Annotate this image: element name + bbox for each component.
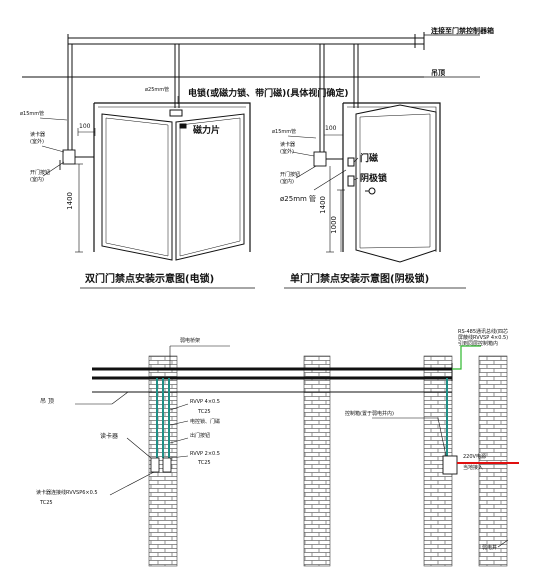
label-card-reader: 读卡器 <box>100 433 119 440</box>
teal-cables <box>156 378 170 458</box>
label-door-magnet: 门磁 <box>360 154 379 164</box>
label-control-box: 控制箱(置于弱电井内) <box>345 411 394 417</box>
brick-column-2 <box>303 355 331 567</box>
electric-lock <box>169 109 183 117</box>
double-door-leaders <box>39 96 179 177</box>
label-dim-1400-left: 1400 <box>66 192 74 210</box>
cable-tray <box>92 363 453 381</box>
caption-double-door: 双门门禁点安装示意图(电锁) <box>85 274 215 285</box>
door-magnet-sensor <box>347 157 355 167</box>
double-door-right-leaf <box>175 113 245 261</box>
single-door-leaders <box>287 135 359 191</box>
brick-column-4 <box>478 355 508 567</box>
label-conduit-15-left: ø15mm管 <box>20 111 45 117</box>
exit-button-box-bottom <box>162 457 172 473</box>
label-lock-note: 电锁(或磁力锁、带门磁)(具体视门确定) <box>188 89 349 99</box>
label-to-controller-box: 连接至门禁控制器箱 <box>431 27 494 35</box>
label-magnet-plate: 磁力片 <box>193 126 221 136</box>
label-reader-right: 读卡器 (室外) <box>280 142 296 155</box>
double-door-frame <box>93 102 251 252</box>
reader-box-bottom <box>150 457 160 473</box>
label-dim-1000-right: 1000 <box>330 216 338 234</box>
bolt-lock <box>347 175 355 187</box>
double-door-left-leaf <box>101 113 173 261</box>
label-dim-1400-right: 1400 <box>319 196 327 214</box>
label-cable2: RVVP 2×0.5 <box>190 451 220 457</box>
reader-box-right <box>313 151 327 167</box>
label-reader-left: 读卡器 (室外) <box>30 132 46 145</box>
label-exit-button-right: 开门按钮 (室内) <box>280 172 301 185</box>
green-rs485-cable <box>452 345 481 370</box>
single-door <box>342 102 441 263</box>
label-exit-button-left: 开门按钮 (室内) <box>30 170 51 183</box>
label-bolt-lock: 阴极锁 <box>360 174 388 184</box>
label-ceiling-bottom: 吊 顶 <box>40 398 54 405</box>
label-lock-magnet: 电控锁、门磁 <box>190 419 221 425</box>
single-door-devices <box>313 131 345 253</box>
label-tc25-2: TC25 <box>198 460 211 466</box>
double-door-devices <box>59 128 96 253</box>
label-local-access: 当地接入 <box>463 465 484 471</box>
label-cable1: RVVP 4×0.5 <box>190 399 220 405</box>
double-door <box>93 102 251 261</box>
label-dim-100-right: 100 <box>325 125 337 132</box>
single-door-leaf <box>355 104 437 263</box>
label-ceiling-top: 吊顶 <box>431 69 445 77</box>
label-power-220: 220V电源 <box>463 454 486 460</box>
control-box <box>442 455 458 475</box>
single-door-frame <box>342 102 441 252</box>
label-conduit-25-double: ø25mm管 <box>145 87 170 93</box>
bottom-leaders <box>75 345 509 548</box>
label-exit-button: 出门按钮 <box>190 433 211 439</box>
label-rs485-note: RS-485通讯总线(四芯 屏蔽线RVVSP 4×0.5) 引到同层控制箱内 <box>458 329 509 347</box>
label-tc25-3: TC25 <box>40 500 53 506</box>
label-cable-tray: 弱电桥架 <box>180 338 201 344</box>
caption-single-door: 单门门禁点安装示意图(阴极锁) <box>290 274 430 285</box>
label-dim-100-left: 100 <box>79 123 91 130</box>
label-conduit-25-single: ø25mm 管 <box>280 195 317 203</box>
magnet-plate <box>179 123 187 129</box>
label-reader-cable: 读卡器连接线RVVSP6×0.5 <box>36 490 98 496</box>
label-tc25-1: TC25 <box>198 409 211 415</box>
reader-box-left <box>62 149 76 165</box>
label-weak-shaft: 弱电井 <box>482 545 498 551</box>
label-conduit-15-right: ø15mm管 <box>272 129 297 135</box>
